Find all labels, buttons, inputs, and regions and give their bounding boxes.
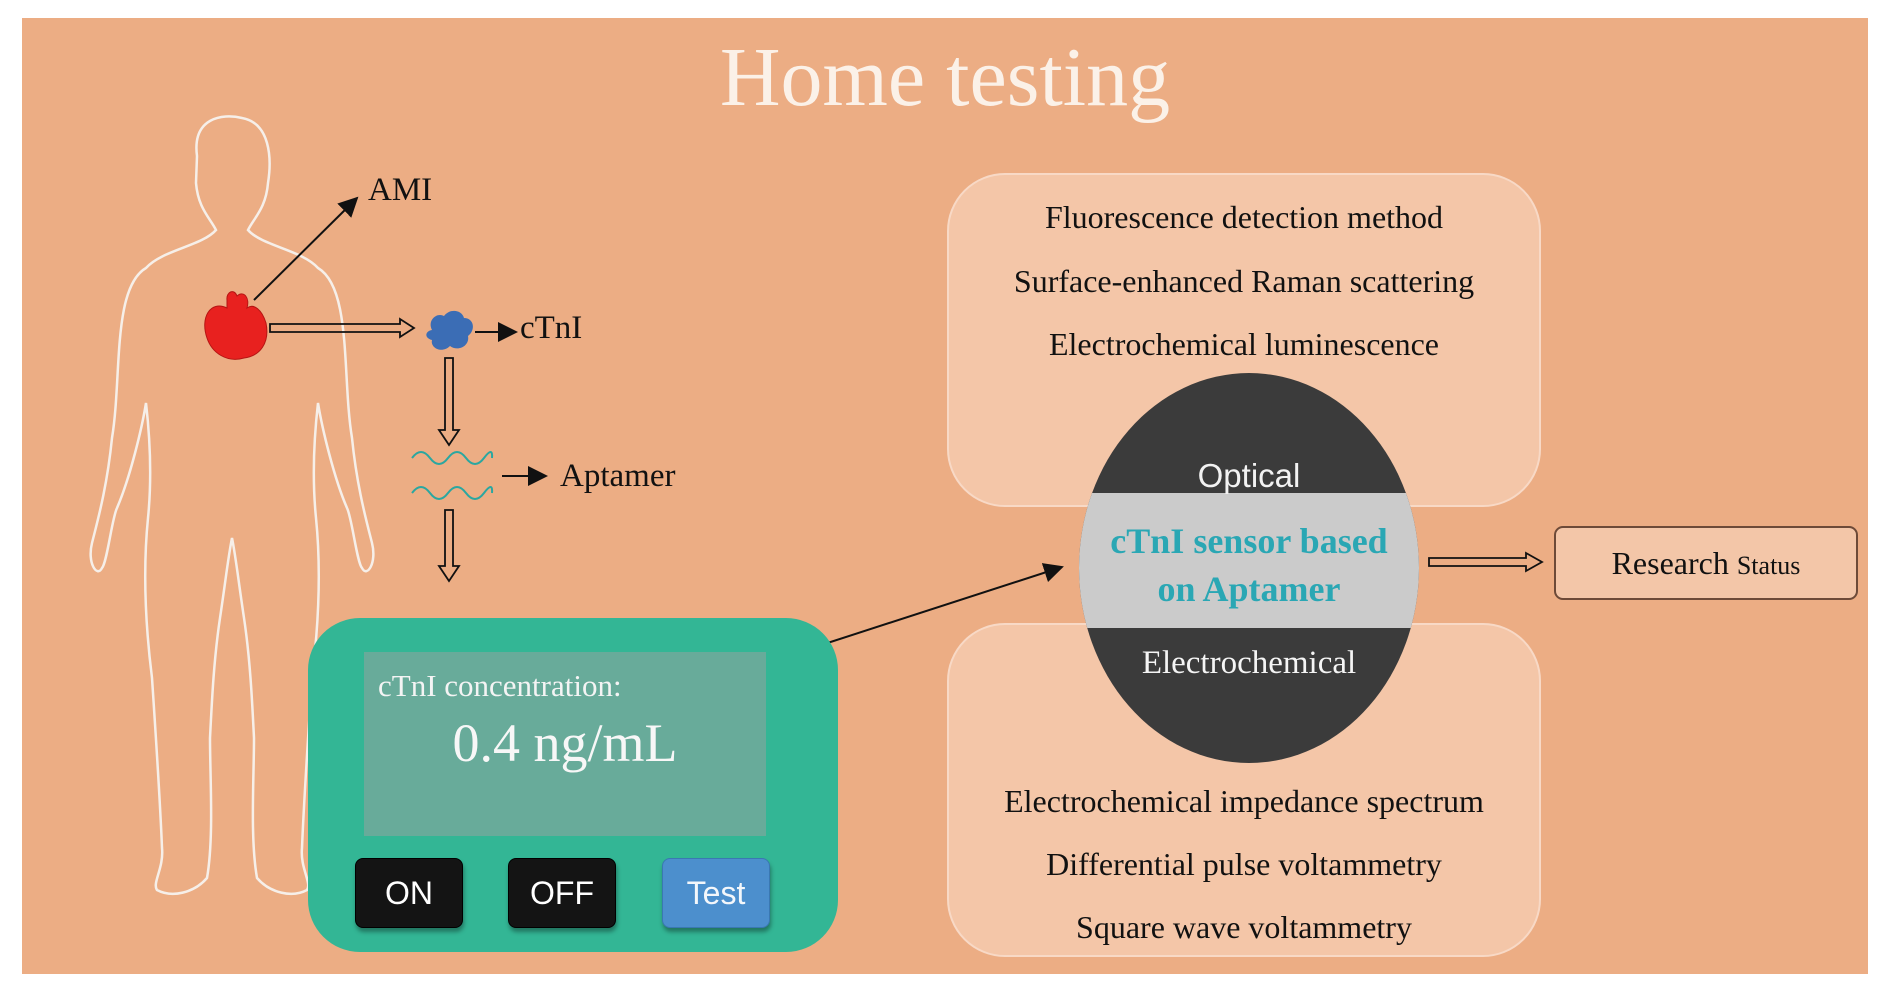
ctni-label: cTnI bbox=[520, 310, 583, 346]
human-silhouette bbox=[89, 115, 375, 895]
test-button[interactable]: Test bbox=[662, 858, 770, 928]
sensor-center-band bbox=[1079, 493, 1419, 628]
on-button[interactable]: ON bbox=[355, 858, 463, 928]
testing-device: cTnI concentration: 0.4 ng/mL ON OFF Tes… bbox=[308, 618, 838, 952]
concentration-value: 0.4 ng/mL bbox=[452, 713, 678, 773]
research-status-suffix: Status bbox=[1736, 551, 1801, 580]
sensor-title: cTnI sensor based on Aptamer bbox=[1079, 517, 1419, 613]
aptamer-label: Aptamer bbox=[560, 458, 676, 494]
research-status-box: Research Status bbox=[1554, 526, 1858, 600]
sensor-title-line-2: on Aptamer bbox=[1157, 569, 1341, 609]
electrochemical-label: Electrochemical bbox=[1141, 645, 1357, 681]
optical-method-item: Electrochemical luminescence bbox=[1048, 326, 1439, 362]
electrochemical-method-item: Square wave voltammetry bbox=[1076, 909, 1412, 945]
device-screen: cTnI concentration: 0.4 ng/mL bbox=[364, 652, 766, 836]
arrow-aptamer-to-device bbox=[437, 509, 461, 583]
aptamer-wave-2 bbox=[411, 486, 494, 500]
electrochemical-method-item: Differential pulse voltammetry bbox=[1046, 846, 1442, 882]
ami-label: AMI bbox=[368, 172, 433, 208]
pathway-graphics bbox=[89, 115, 1544, 895]
off-button[interactable]: OFF bbox=[508, 858, 616, 928]
sensor-title-line-1: cTnI sensor based bbox=[1110, 521, 1388, 561]
research-status-main: Research bbox=[1611, 545, 1729, 581]
arrow-heart-to-ctni bbox=[269, 317, 416, 339]
optical-method-item: Fluorescence detection method bbox=[1044, 199, 1444, 235]
aptamer-wave-1 bbox=[411, 451, 494, 465]
optical-method-item: Surface-enhanced Raman scattering bbox=[1013, 263, 1475, 299]
heart-icon bbox=[204, 291, 268, 360]
optical-label: Optical bbox=[1197, 457, 1301, 494]
diagram-canvas: Home testing AMI cTnI Apt bbox=[22, 18, 1868, 974]
concentration-label: cTnI concentration: bbox=[378, 668, 622, 703]
page-title: Home testing bbox=[719, 31, 1171, 124]
ctni-protein-icon bbox=[426, 310, 473, 350]
electrochemical-method-item: Electrochemical impedance spectrum bbox=[1004, 783, 1484, 819]
sensor-circle: Optical cTnI sensor based on Aptamer Ele… bbox=[1079, 373, 1419, 763]
arrow-ctni-to-aptamer bbox=[437, 357, 461, 447]
arrow-sensor-to-research bbox=[1428, 551, 1544, 573]
